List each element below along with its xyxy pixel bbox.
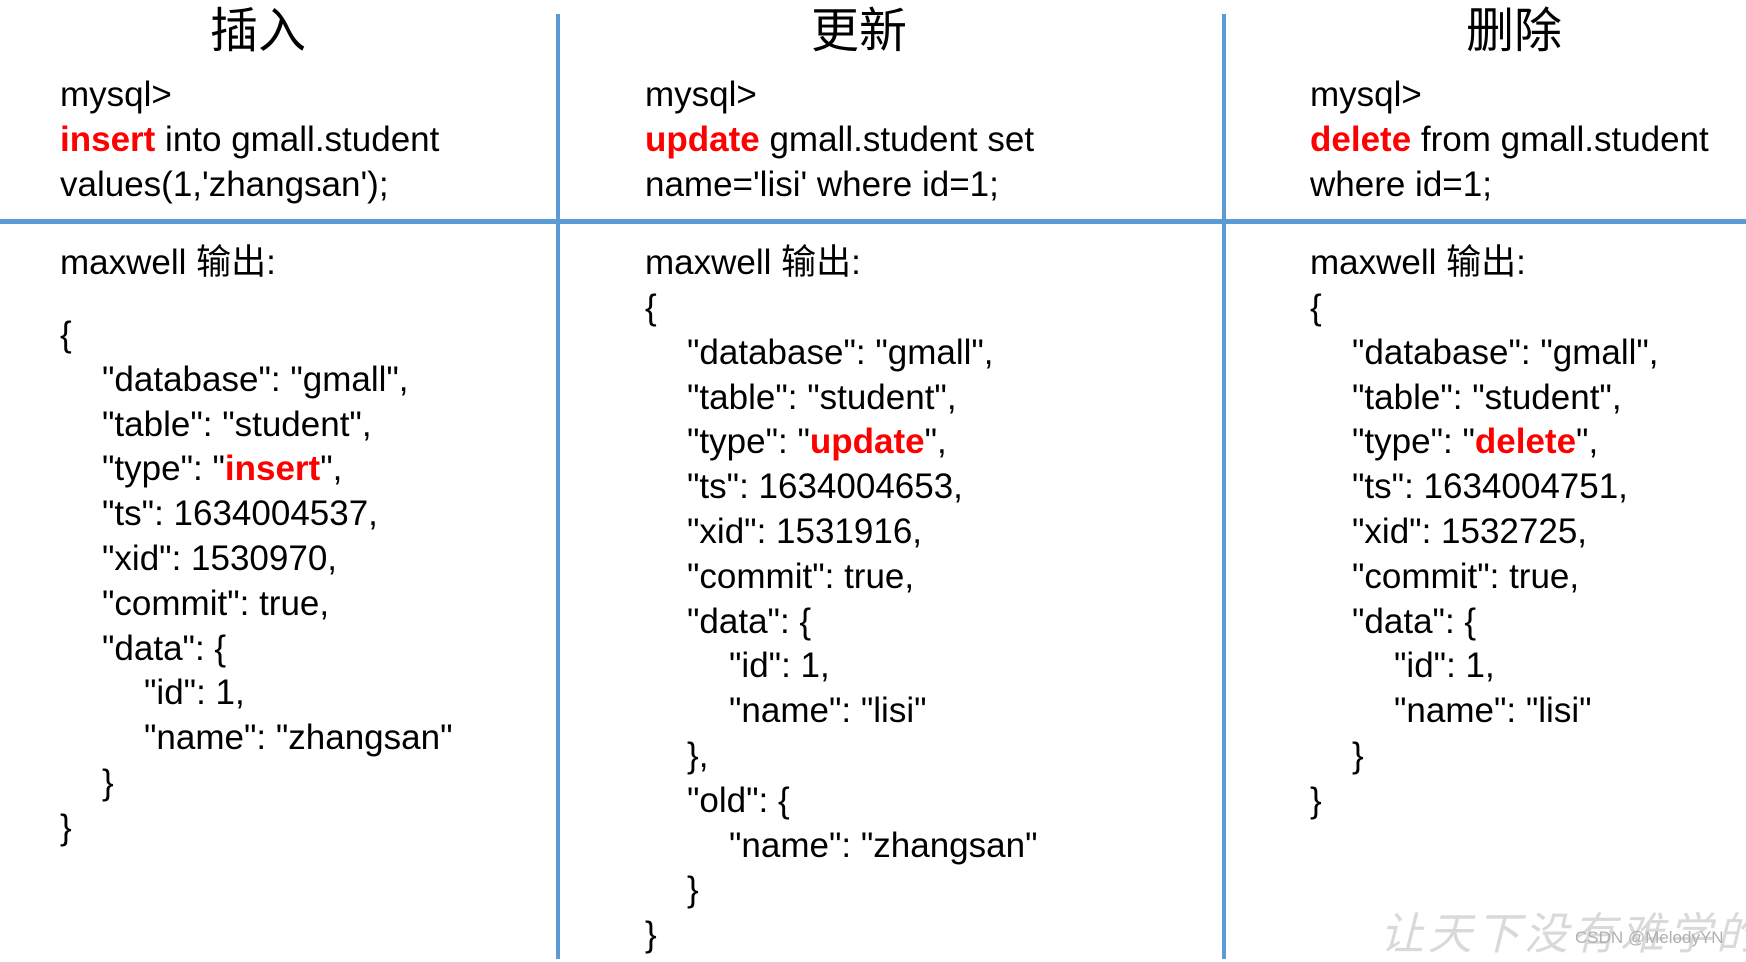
json-data-close: }, [687, 735, 709, 775]
column-heading-insert: 插入 [210, 5, 307, 58]
json-open-brace: { [645, 288, 657, 327]
sql-line-2: values(1,'zhangsan'); [60, 165, 389, 204]
json-ts: "ts": 1634004653, [687, 467, 963, 507]
json-commit: "commit": true, [102, 583, 330, 623]
column-heading-update: 更新 [811, 5, 908, 58]
sql-line-2: where id=1; [1310, 165, 1492, 204]
json-old-name: "name": "zhangsan" [729, 825, 1038, 865]
insert-sql-statement: mysql> insert into gmall.student values(… [60, 72, 439, 207]
json-data-name: "name": "lisi" [729, 691, 927, 731]
json-open-brace: { [1310, 288, 1322, 327]
json-close-brace: } [60, 807, 72, 847]
json-type-suffix: ", [1576, 422, 1599, 462]
delete-sql-statement: mysql> delete from gmall.student where i… [1310, 72, 1709, 207]
watermark-calligraphy: 让天下没有难学的技 [1380, 909, 1746, 960]
json-ts: "ts": 1634004751, [1352, 467, 1628, 507]
json-data-close: } [1352, 735, 1364, 775]
json-type-value: insert [224, 449, 321, 489]
json-type-suffix: ", [320, 449, 343, 489]
sql-line-1: delete from gmall.student [1310, 117, 1709, 162]
column-divider-1 [556, 14, 560, 959]
sql-prompt: mysql> [60, 75, 172, 114]
maxwell-output-label: maxwell 输出: [60, 243, 276, 282]
sql-keyword: insert [60, 120, 156, 159]
sql-keyword: update [645, 120, 760, 159]
json-table: "table": "student", [1352, 377, 1622, 417]
json-database: "database": "gmall", [1352, 332, 1659, 372]
sql-line-1-rest: from gmall.student [1411, 120, 1709, 159]
column-divider-2 [1222, 14, 1226, 959]
json-data-close: } [102, 762, 114, 802]
json-data-id: "id": 1, [144, 673, 245, 713]
json-type: "type": "delete", [1310, 420, 1659, 465]
sql-keyword: delete [1310, 120, 1412, 159]
maxwell-output-label: maxwell 输出: [645, 243, 861, 282]
update-sql-statement: mysql> update gmall.student set name='li… [645, 72, 1034, 207]
sql-prompt: mysql> [1310, 75, 1422, 114]
json-type-prefix: "type": " [687, 422, 810, 462]
json-commit: "commit": true, [687, 556, 915, 596]
sql-line-1-rest: gmall.student set [759, 120, 1035, 159]
json-type: "type": "insert", [60, 447, 453, 492]
json-open-brace: { [60, 315, 72, 354]
json-data-id: "id": 1, [729, 646, 830, 686]
json-old-open: "old": { [687, 780, 790, 820]
watermark-credit: CSDN @MelodyYN [1575, 928, 1724, 947]
json-close-brace: } [1310, 780, 1322, 820]
json-data-name: "name": "lisi" [1394, 691, 1592, 731]
row-divider [0, 219, 1746, 224]
json-type-prefix: "type": " [102, 449, 225, 489]
json-database: "database": "gmall", [102, 359, 409, 399]
json-data-name: "name": "zhangsan" [144, 718, 453, 758]
json-table: "table": "student", [102, 404, 372, 444]
update-json-output: { "database": "gmall", "table": "student… [645, 286, 1038, 958]
json-data-id: "id": 1, [1394, 646, 1495, 686]
insert-json-output: { "database": "gmall", "table": "student… [60, 313, 453, 851]
json-ts: "ts": 1634004537, [102, 494, 378, 534]
sql-line-2: name='lisi' where id=1; [645, 165, 999, 204]
json-data-open: "data": { [1352, 601, 1477, 641]
json-database: "database": "gmall", [687, 332, 994, 372]
json-xid: "xid": 1531916, [687, 511, 923, 551]
json-close-brace: } [645, 915, 657, 955]
column-heading-delete: 删除 [1466, 5, 1563, 58]
sql-line-1-rest: into gmall.student [155, 120, 440, 159]
json-type-suffix: ", [924, 422, 947, 462]
json-data-open: "data": { [687, 601, 812, 641]
json-table: "table": "student", [687, 377, 957, 417]
json-commit: "commit": true, [1352, 556, 1580, 596]
json-type-value: delete [1474, 422, 1577, 462]
json-xid: "xid": 1532725, [1352, 511, 1588, 551]
json-old-close: } [687, 870, 699, 910]
json-data-open: "data": { [102, 628, 227, 668]
json-xid: "xid": 1530970, [102, 538, 338, 578]
sql-line-1: update gmall.student set [645, 117, 1034, 162]
delete-json-output: { "database": "gmall", "table": "student… [1310, 286, 1659, 824]
sql-line-1: insert into gmall.student [60, 117, 439, 162]
json-type: "type": "update", [645, 420, 1038, 465]
json-type-value: update [809, 422, 925, 462]
maxwell-output-label: maxwell 输出: [1310, 243, 1526, 282]
json-type-prefix: "type": " [1352, 422, 1475, 462]
sql-prompt: mysql> [645, 75, 757, 114]
